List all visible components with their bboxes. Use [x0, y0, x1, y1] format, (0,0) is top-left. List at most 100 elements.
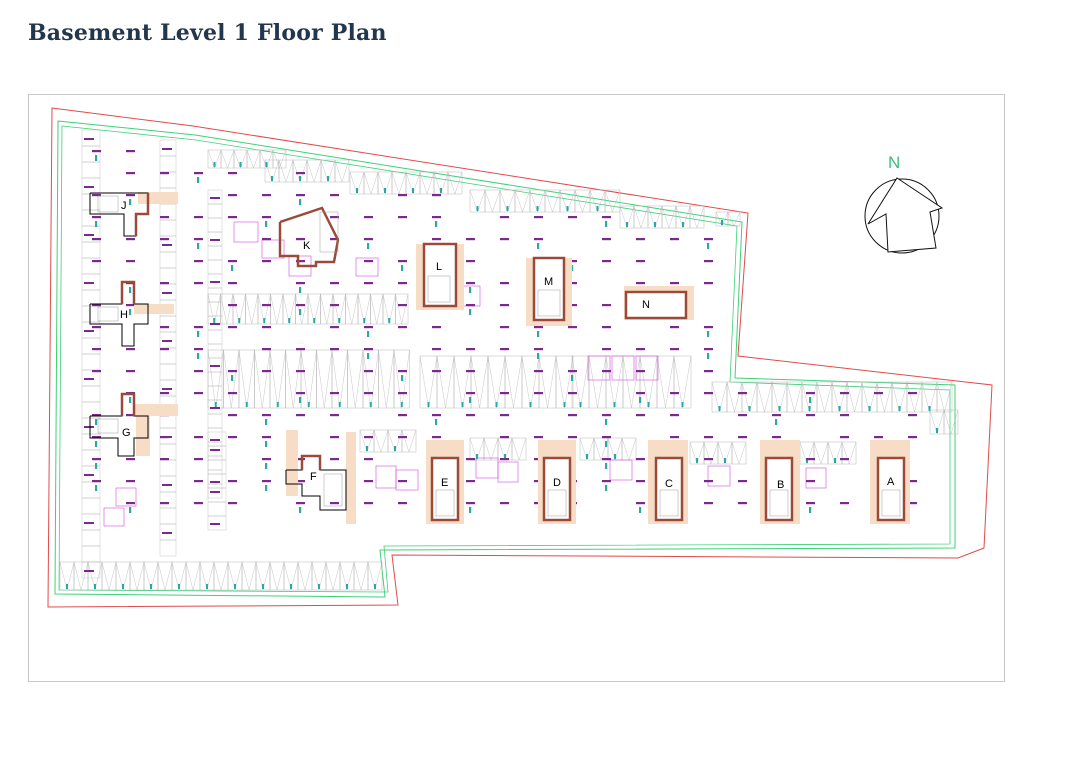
- parking-mark: [265, 419, 268, 425]
- parking-stall: [81, 385, 101, 403]
- parking-stall: [538, 355, 557, 409]
- stall-diagonal: [213, 561, 222, 591]
- stall-diagonal: [717, 441, 726, 465]
- parking-mark: [636, 502, 645, 505]
- parking-mark: [228, 172, 237, 175]
- parking-mark: [636, 458, 645, 461]
- parking-stall: [353, 561, 369, 591]
- parking-mark: [670, 348, 679, 351]
- parking-mark: [500, 282, 509, 285]
- parking-stall: [297, 561, 313, 591]
- stall-marker: [440, 188, 442, 193]
- stall-marker: [162, 532, 172, 534]
- stall-marker: [563, 402, 566, 407]
- parking-stall: [159, 363, 177, 381]
- stall-marker: [178, 584, 180, 589]
- parking-mark: [95, 463, 98, 469]
- parking-mark: [670, 282, 679, 285]
- parking-stall: [504, 355, 523, 409]
- parking-stall: [185, 561, 201, 591]
- stall-diagonal: [270, 293, 277, 325]
- parking-mark: [262, 304, 271, 307]
- stall-diagonal: [799, 441, 808, 465]
- parking-mark: [299, 507, 302, 513]
- parking-mark: [840, 414, 849, 417]
- parking-stall: [703, 441, 719, 465]
- stall-diagonal: [711, 381, 720, 413]
- parking-mark: [296, 348, 305, 351]
- stall-diagonal: [499, 189, 508, 213]
- north-arrow-icon: [867, 177, 944, 253]
- parking-mark: [197, 331, 200, 337]
- stall-diagonal: [363, 171, 372, 195]
- stall-diagonal: [327, 159, 336, 183]
- stall-diagonal: [846, 381, 855, 413]
- parking-mark: [95, 221, 98, 227]
- page-title: Basement Level 1 Floor Plan: [28, 20, 387, 46]
- parking-mark: [704, 392, 713, 395]
- stall-diagonal: [869, 381, 878, 413]
- stall-diagonal: [295, 293, 302, 325]
- stall-diagonal: [382, 293, 390, 325]
- stall-diagonal: [673, 355, 683, 409]
- parking-mark: [296, 260, 305, 263]
- parking-mark: [92, 304, 101, 307]
- parking-mark: [806, 458, 815, 461]
- parking-mark: [908, 502, 917, 505]
- parking-stall: [419, 355, 438, 409]
- stall-diagonal: [530, 355, 540, 409]
- stall-diagonal: [108, 561, 117, 591]
- stall-diagonal: [241, 561, 250, 591]
- stall-marker: [778, 406, 781, 411]
- stall-marker: [384, 188, 386, 193]
- stall-marker: [681, 402, 684, 407]
- parking-mark: [364, 480, 373, 483]
- stall-diagonal: [316, 349, 325, 409]
- parking-mark: [364, 282, 373, 285]
- stall-diagonal: [589, 189, 598, 213]
- stall-diagonal: [484, 189, 493, 213]
- parking-stall: [300, 349, 317, 409]
- stall-diagonal: [631, 355, 641, 409]
- stall-marker: [495, 402, 498, 407]
- stall-diagonal: [353, 561, 362, 591]
- parking-mark: [160, 172, 169, 175]
- stall-diagonal: [394, 429, 403, 453]
- accessible-stall: [375, 465, 397, 489]
- core-e: E: [426, 440, 464, 524]
- stall-diagonal: [607, 437, 616, 461]
- parking-stall: [786, 381, 803, 413]
- stall-diagonal: [827, 441, 836, 465]
- parking-mark: [92, 194, 101, 197]
- stall-diagonal: [522, 189, 531, 213]
- stall-diagonal: [332, 293, 340, 325]
- parking-mark: [129, 199, 132, 205]
- stall-diagonal: [661, 205, 670, 229]
- stall-marker: [238, 318, 241, 323]
- parking-stall: [370, 293, 384, 325]
- parking-mark: [126, 238, 135, 241]
- stall-marker: [210, 407, 220, 409]
- parking-stall: [81, 193, 101, 211]
- parking-mark: [262, 480, 271, 483]
- stall-diagonal: [544, 189, 553, 213]
- parking-mark: [466, 238, 475, 241]
- stall-diagonal: [393, 349, 402, 409]
- parking-mark: [194, 458, 203, 461]
- stall-diagonal: [339, 293, 346, 325]
- stall-diagonal: [285, 349, 294, 409]
- stall-diagonal: [936, 381, 945, 413]
- parking-stall: [159, 459, 177, 477]
- stall-marker: [504, 454, 506, 459]
- stall-diagonal: [626, 205, 635, 229]
- parking-mark: [602, 370, 611, 373]
- stall-diagonal: [376, 293, 384, 325]
- parking-mark: [330, 216, 339, 219]
- parking-mark: [95, 155, 98, 161]
- stall-diagonal: [207, 349, 216, 409]
- stall-marker: [210, 481, 220, 483]
- stall-diagonal: [207, 149, 215, 169]
- stall-diagonal: [408, 429, 417, 453]
- parking-mark: [537, 353, 540, 359]
- parking-mark: [194, 282, 203, 285]
